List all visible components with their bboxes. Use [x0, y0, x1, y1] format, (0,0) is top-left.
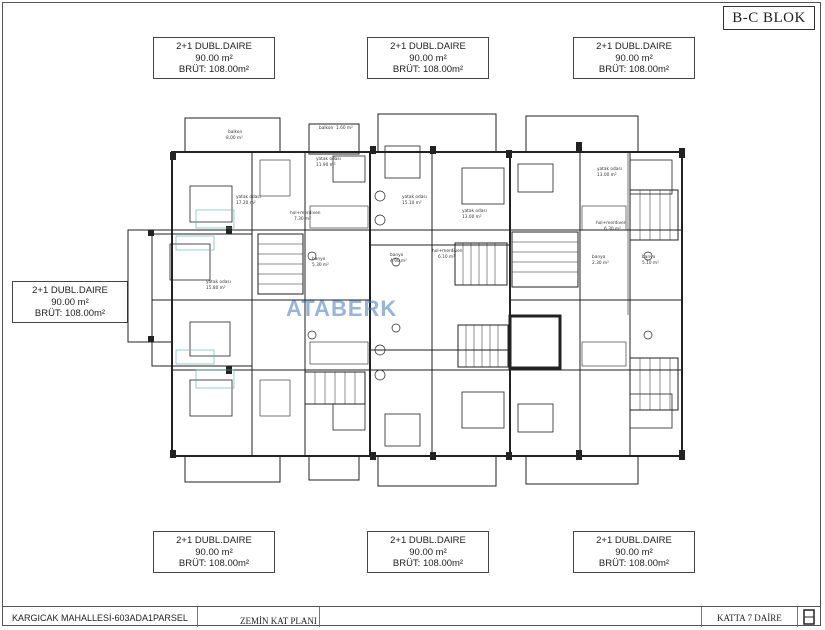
unit-gross-area: BRÜT: 108.00m² — [178, 558, 250, 569]
bed — [189, 321, 231, 357]
unit-box-bottom-left: 2+1 DUBL.DAIRE 90.00 m² BRÜT: 108.00m² — [153, 531, 275, 573]
unit-type: 2+1 DUBL.DAIRE — [390, 535, 466, 546]
unit-type: 2+1 DUBL.DAIRE — [32, 285, 108, 296]
room-area: 6.10 m² — [438, 254, 455, 260]
bed — [332, 155, 366, 183]
balcony-bottom-center — [377, 455, 497, 487]
floor-info: KATTA 7 DAİRE — [717, 613, 782, 623]
unit-box-top-right: 2+1 DUBL.DAIRE 90.00 m² BRÜT: 108.00m² — [573, 37, 695, 79]
room-area: 5.30 m² — [312, 262, 329, 268]
watermark-logo: ATABERK — [286, 296, 398, 321]
room-label: yatak odası — [206, 279, 231, 285]
room-label: hol+merdiven — [290, 210, 321, 216]
bed — [461, 167, 505, 205]
balcony-top-mid-left — [308, 123, 360, 155]
room-area: 15.80 m² — [206, 285, 226, 291]
room-label: balkon — [319, 125, 334, 131]
stair-right-upper — [511, 231, 579, 288]
block-label: B-C BLOK — [723, 6, 815, 30]
plan-title: ZEMİN KAT PLANI — [240, 616, 317, 626]
floor-plan: balkon 8.00 m² yatak odası 17.20 m² yata… — [127, 113, 685, 487]
title-block: KARGICAK MAHALLESİ-603ADA1PARSEL ZEMİN K… — [2, 606, 821, 627]
room-area: 1.60 m² — [336, 125, 353, 131]
unit-net-area: 90.00 m² — [409, 52, 447, 64]
balcony-top-center — [377, 113, 497, 153]
title-cell-plan — [198, 607, 320, 627]
unit-net-area: 90.00 m² — [615, 546, 653, 558]
unit-net-area: 90.00 m² — [615, 52, 653, 64]
room-area: 4.90 m² — [390, 258, 407, 264]
balcony-bottom-right — [525, 455, 639, 485]
bed — [384, 413, 421, 447]
bed — [629, 159, 673, 195]
room-label: yatak odası — [597, 166, 622, 172]
bed — [461, 391, 505, 429]
bed — [332, 403, 366, 431]
room-label: yatak odası — [462, 208, 487, 214]
parcel-text: KARGICAK MAHALLESİ-603ADA1PARSEL — [12, 613, 188, 623]
unit-net-area: 90.00 m² — [195, 546, 233, 558]
room-area: 7.30 m² — [294, 216, 311, 222]
bed — [169, 243, 211, 281]
unit-gross-area: BRÜT: 108.00m² — [178, 64, 250, 75]
balcony-left — [127, 229, 173, 343]
bed — [189, 185, 233, 223]
room-area: 17.20 m² — [236, 200, 256, 206]
unit-net-area: 90.00 m² — [51, 296, 89, 308]
drawing-logo-icon — [803, 609, 815, 625]
room-area: 15.10 m² — [402, 200, 422, 206]
unit-gross-area: BRÜT: 108.00m² — [598, 558, 670, 569]
unit-gross-area: BRÜT: 108.00m² — [598, 64, 670, 75]
room-label: yatak odası — [316, 156, 341, 162]
room-area: 2.30 m² — [592, 260, 609, 266]
unit-type: 2+1 DUBL.DAIRE — [596, 535, 672, 546]
unit-net-area: 90.00 m² — [195, 52, 233, 64]
balcony-top-left — [184, 117, 281, 153]
unit-gross-area: BRÜT: 108.00m² — [34, 308, 106, 319]
balcony-bottom-mid-left — [308, 455, 360, 481]
unit-type: 2+1 DUBL.DAIRE — [176, 41, 252, 52]
stair-right-mid — [629, 189, 679, 241]
title-cell-floor — [702, 607, 798, 627]
title-cell-parcel — [2, 607, 198, 627]
stair-center-lower — [457, 324, 509, 368]
unit-box-middle-left: 2+1 DUBL.DAIRE 90.00 m² BRÜT: 108.00m² — [12, 281, 128, 323]
stair-center-upper — [454, 242, 508, 286]
room-label: hol+merdiven — [596, 220, 627, 226]
unit-box-bottom-center: 2+1 DUBL.DAIRE 90.00 m² BRÜT: 108.00m² — [367, 531, 489, 573]
bed — [189, 379, 233, 417]
unit-box-top-left: 2+1 DUBL.DAIRE 90.00 m² BRÜT: 108.00m² — [153, 37, 275, 79]
unit-box-top-center: 2+1 DUBL.DAIRE 90.00 m² BRÜT: 108.00m² — [367, 37, 489, 79]
balcony-bottom-left — [184, 455, 281, 483]
unit-type: 2+1 DUBL.DAIRE — [176, 535, 252, 546]
room-area: 8.00 m² — [226, 135, 243, 141]
bed — [629, 393, 673, 429]
unit-type: 2+1 DUBL.DAIRE — [390, 41, 466, 52]
bed — [517, 163, 554, 193]
stair-right-lower — [629, 357, 679, 411]
room-label: yatak odası — [402, 194, 427, 200]
unit-type: 2+1 DUBL.DAIRE — [596, 41, 672, 52]
title-cell-blank — [320, 607, 702, 627]
room-label: banyo — [312, 256, 326, 262]
unit-net-area: 90.00 m² — [409, 546, 447, 558]
room-label: hol+merdiven — [432, 248, 463, 254]
room-area: 5.10 m² — [642, 260, 659, 266]
unit-gross-area: BRÜT: 108.00m² — [392, 64, 464, 75]
unit-box-bottom-right: 2+1 DUBL.DAIRE 90.00 m² BRÜT: 108.00m² — [573, 531, 695, 573]
room-label: yatak odası — [236, 194, 261, 200]
room-area: 6.30 m² — [604, 226, 621, 232]
room-area: 13.00 m² — [462, 214, 482, 220]
room-area: 13.00 m² — [597, 172, 617, 178]
shaft — [508, 314, 562, 370]
unit-gross-area: BRÜT: 108.00m² — [392, 558, 464, 569]
room-area: 11.90 m² — [316, 162, 336, 168]
room-label: banyo — [390, 252, 404, 258]
bed — [517, 403, 554, 433]
room-label: banyo — [592, 254, 606, 260]
room-label: banyo — [642, 254, 656, 260]
bed — [384, 145, 421, 179]
room-label: balkon — [228, 129, 243, 135]
